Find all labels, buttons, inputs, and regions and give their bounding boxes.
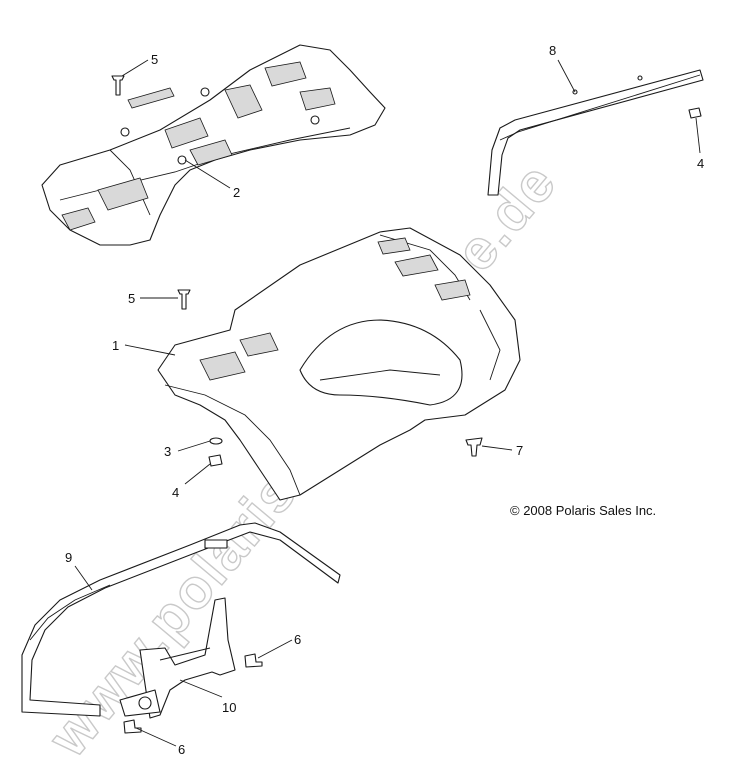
leader-line-4a: [695, 117, 701, 154]
rear-rack-part: [41, 44, 386, 246]
callout-4-upper: 4: [697, 156, 704, 171]
bracket-bar-part: [487, 69, 704, 196]
callout-9: 9: [65, 550, 72, 565]
leader-line-2: [184, 159, 231, 189]
callout-1: 1: [112, 338, 119, 353]
callout-4-lower: 4: [172, 485, 179, 500]
leader-line-8: [557, 59, 576, 93]
rear-fender-part: [157, 227, 521, 501]
callout-7: 7: [516, 443, 523, 458]
nut-part-lower: [208, 454, 223, 467]
washer-part: [209, 437, 223, 445]
callout-6-lower: 6: [178, 742, 185, 757]
bolt-part-6-upper: [244, 653, 263, 668]
rivet-part: [465, 437, 483, 457]
bracket-part: [119, 597, 236, 719]
frame-bar-part: [21, 522, 341, 717]
callout-5-middle: 5: [128, 291, 135, 306]
callout-8: 8: [549, 43, 556, 58]
leader-line-6b: [135, 727, 177, 747]
bolt-part-6-lower: [123, 719, 142, 734]
nut-part-upper: [688, 107, 702, 119]
leader-line-5a: [121, 59, 149, 77]
bolt-part-upper: [111, 75, 125, 96]
copyright-notice: © 2008 Polaris Sales Inc.: [510, 503, 656, 518]
bolt-part-middle: [177, 289, 191, 310]
leader-line-1: [124, 344, 176, 356]
callout-10: 10: [222, 700, 236, 715]
callout-6-upper: 6: [294, 632, 301, 647]
leader-line-3: [177, 440, 211, 452]
leader-line-7: [481, 445, 513, 451]
callout-5-upper: 5: [151, 52, 158, 67]
leader-line-6a: [257, 639, 293, 659]
leader-line-9: [74, 565, 93, 591]
leader-line-4b: [184, 463, 211, 485]
leader-line-10: [179, 679, 223, 698]
callout-2: 2: [233, 185, 240, 200]
callout-3: 3: [164, 444, 171, 459]
